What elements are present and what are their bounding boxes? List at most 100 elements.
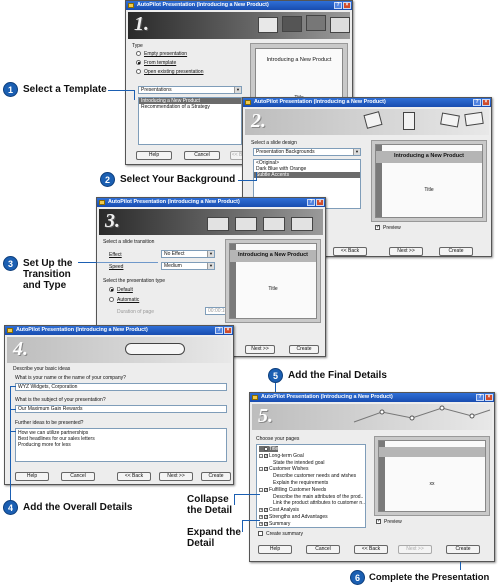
window-titlebar[interactable]: AutoPilot Presentation (Introducing a Ne… (243, 98, 491, 107)
help-button[interactable]: Help (136, 151, 172, 160)
window-titlebar[interactable]: AutoPilot Presentation (Introducing a Ne… (5, 326, 233, 335)
tree-item[interactable]: -✓Title (259, 446, 279, 452)
help-icon[interactable]: ? (215, 327, 223, 334)
preview-checkbox[interactable]: ✓ (375, 224, 381, 230)
help-icon[interactable]: ? (334, 2, 342, 9)
template-category-select[interactable]: Presentations ▼ (138, 86, 242, 94)
page-checkbox[interactable]: ✓ (264, 507, 269, 513)
help-icon[interactable]: ? (307, 199, 315, 206)
cancel-button[interactable]: Cancel (61, 472, 95, 481)
chevron-down-icon[interactable]: ▼ (234, 87, 241, 93)
page-checkbox[interactable]: ✓ (264, 466, 269, 472)
back-button[interactable]: << Back (117, 472, 151, 481)
banner-path-node (379, 409, 385, 415)
expand-icon[interactable]: + (259, 507, 263, 513)
back-button[interactable]: << Back (333, 247, 367, 256)
back-button[interactable]: << Back (354, 545, 388, 554)
collapse-icon[interactable]: - (259, 486, 263, 492)
preview-label: Preview (384, 519, 402, 525)
tree-item[interactable]: -✓Long-term Goal (259, 453, 304, 459)
create-button[interactable]: Create (201, 472, 231, 481)
page-checkbox[interactable]: ✓ (264, 452, 269, 458)
effect-label: Effect (109, 252, 122, 258)
help-icon[interactable]: ? (476, 394, 484, 401)
close-icon[interactable]: × (316, 199, 324, 206)
chevron-down-icon[interactable]: ▼ (353, 149, 360, 155)
next-button[interactable]: Next >> (159, 472, 193, 481)
callout-line (234, 494, 235, 505)
tree-item[interactable]: -✓Customer Wishes (259, 466, 308, 472)
chevron-down-icon[interactable]: ▼ (207, 251, 214, 257)
tree-item[interactable]: Link the product attributes to customer … (273, 500, 365, 506)
close-icon[interactable]: × (485, 394, 493, 401)
list-item[interactable]: Recommendation of a Strategy (141, 104, 210, 110)
page-checkbox[interactable]: ✓ (264, 520, 269, 526)
tree-item[interactable]: State the intended goal (273, 460, 324, 466)
next-button[interactable]: Next >> (389, 247, 423, 256)
list-item[interactable]: Subtle Accents (254, 172, 360, 178)
create-button[interactable]: Create (439, 247, 473, 256)
next-button[interactable]: Next >> (245, 345, 275, 354)
template-list[interactable]: Introducing a New Product Recommendation… (138, 97, 242, 145)
collapse-icon[interactable]: - (259, 466, 263, 472)
collapse-icon[interactable]: - (259, 452, 263, 458)
tree-item[interactable]: +✓Summary (259, 521, 290, 527)
default-radio[interactable] (109, 287, 114, 292)
tree-item-label: Fulfilling Customer Needs (269, 486, 327, 493)
window-titlebar[interactable]: AutoPilot Presentation (Introducing a Ne… (126, 1, 352, 10)
further-idea-line: Best headlines for our sales letters (18, 436, 95, 442)
list-item[interactable]: <Original> (256, 160, 280, 166)
empty-presentation-radio[interactable] (136, 51, 141, 56)
speed-select[interactable]: Medium ▼ (161, 262, 215, 270)
expand-icon[interactable]: + (259, 520, 263, 526)
preview-slide-body: xx (429, 481, 435, 487)
callout-line (460, 562, 461, 570)
window-titlebar[interactable]: AutoPilot Presentation (Introducing a Ne… (97, 198, 325, 207)
help-icon[interactable]: ? (473, 99, 481, 106)
effect-select[interactable]: No Effect ▼ (161, 250, 215, 258)
automatic-radio[interactable] (109, 297, 114, 302)
create-summary-checkbox[interactable] (258, 531, 263, 536)
list-item[interactable]: Dark Blue with Orange (256, 166, 307, 172)
page-checkbox[interactable]: ✓ (264, 514, 269, 519)
help-button[interactable]: Help (15, 472, 49, 481)
next-button[interactable]: Next >> (398, 545, 432, 554)
cancel-button[interactable]: Cancel (306, 545, 340, 554)
further-ideas-textarea[interactable]: How we can utilize partnerships Best hea… (15, 428, 227, 462)
close-icon[interactable]: × (482, 99, 490, 106)
tree-item[interactable]: Describe the main attributes of the prod… (273, 494, 363, 500)
list-item[interactable]: Introducing a New Product (139, 98, 241, 104)
tree-item[interactable]: +✓Cost Analysis (259, 507, 299, 513)
expand-icon[interactable]: + (259, 514, 263, 519)
window-titlebar[interactable]: AutoPilot Presentation (Introducing a Ne… (250, 393, 494, 402)
callout-line-1: Expand the (187, 527, 241, 538)
preview-slide-body: Title (268, 286, 278, 292)
tree-item[interactable]: Explain the requirements (273, 480, 328, 486)
subject-input[interactable]: Our Maximum Gain Rewards (15, 405, 227, 413)
open-existing-radio[interactable] (136, 69, 141, 74)
cancel-button[interactable]: Cancel (184, 151, 220, 160)
create-button[interactable]: Create (289, 345, 319, 354)
from-template-radio[interactable] (136, 60, 141, 65)
page-checkbox[interactable]: ✓ (264, 486, 269, 492)
design-category-value: Presentation Backgrounds (256, 149, 315, 155)
chevron-down-icon[interactable]: ▼ (207, 263, 214, 269)
design-category-select[interactable]: Presentation Backgrounds ▼ (253, 148, 361, 156)
callout-bracket (10, 386, 11, 508)
page-checkbox[interactable]: ✓ (264, 446, 269, 451)
create-button[interactable]: Create (446, 545, 480, 554)
close-icon[interactable]: × (343, 2, 351, 9)
help-button[interactable]: Help (258, 545, 292, 554)
tree-item[interactable]: +✓Strengths and Advantages (259, 514, 328, 520)
presentation-type-label: Select the presentation type (103, 278, 165, 284)
close-icon[interactable]: × (224, 327, 232, 334)
create-summary-label: Create summary (266, 531, 303, 537)
company-value: WYZ Widgets, Corporation (18, 384, 78, 390)
tree-item[interactable]: Describe customer needs and wishes (273, 473, 356, 479)
company-input[interactable]: WYZ Widgets, Corporation (15, 383, 227, 391)
banner-thumbnail (207, 217, 229, 231)
banner-path-node (439, 405, 445, 411)
tree-item[interactable]: -✓Fulfilling Customer Needs (259, 487, 326, 493)
preview-checkbox[interactable]: ✓ (376, 518, 382, 524)
